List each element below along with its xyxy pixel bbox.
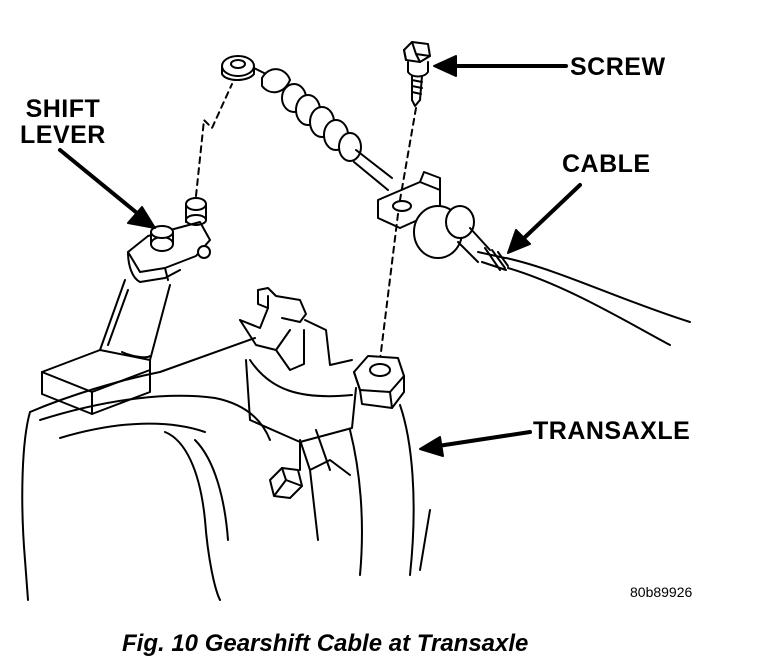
transaxle-label: TRANSAXLE: [533, 417, 691, 445]
shift-lever-label-line1: SHIFT: [25, 95, 101, 123]
shift-lever-label: SHIFT LEVER: [20, 96, 106, 148]
alignment-line-screw: [379, 107, 417, 361]
callout-arrow-cable: [507, 183, 582, 254]
transaxle-case: [21, 337, 431, 601]
figure-caption: Fig. 10 Gearshift Cable at Transaxle: [122, 630, 529, 657]
shift-lever: [41, 197, 211, 415]
shift-lever-label-line2: LEVER: [20, 121, 106, 149]
transaxle-bracket: [239, 287, 405, 499]
shift-cable: [221, 55, 691, 346]
cable-label: CABLE: [562, 150, 651, 178]
callout-arrow-shift-lever: [58, 148, 156, 229]
figure-reference-code: 80b89926: [630, 584, 693, 600]
callout-arrow-screw: [433, 55, 568, 77]
callout-arrow-transaxle: [419, 430, 532, 457]
alignment-line-stud: [195, 83, 233, 197]
screw-label: SCREW: [570, 53, 666, 81]
screw: [403, 41, 431, 107]
